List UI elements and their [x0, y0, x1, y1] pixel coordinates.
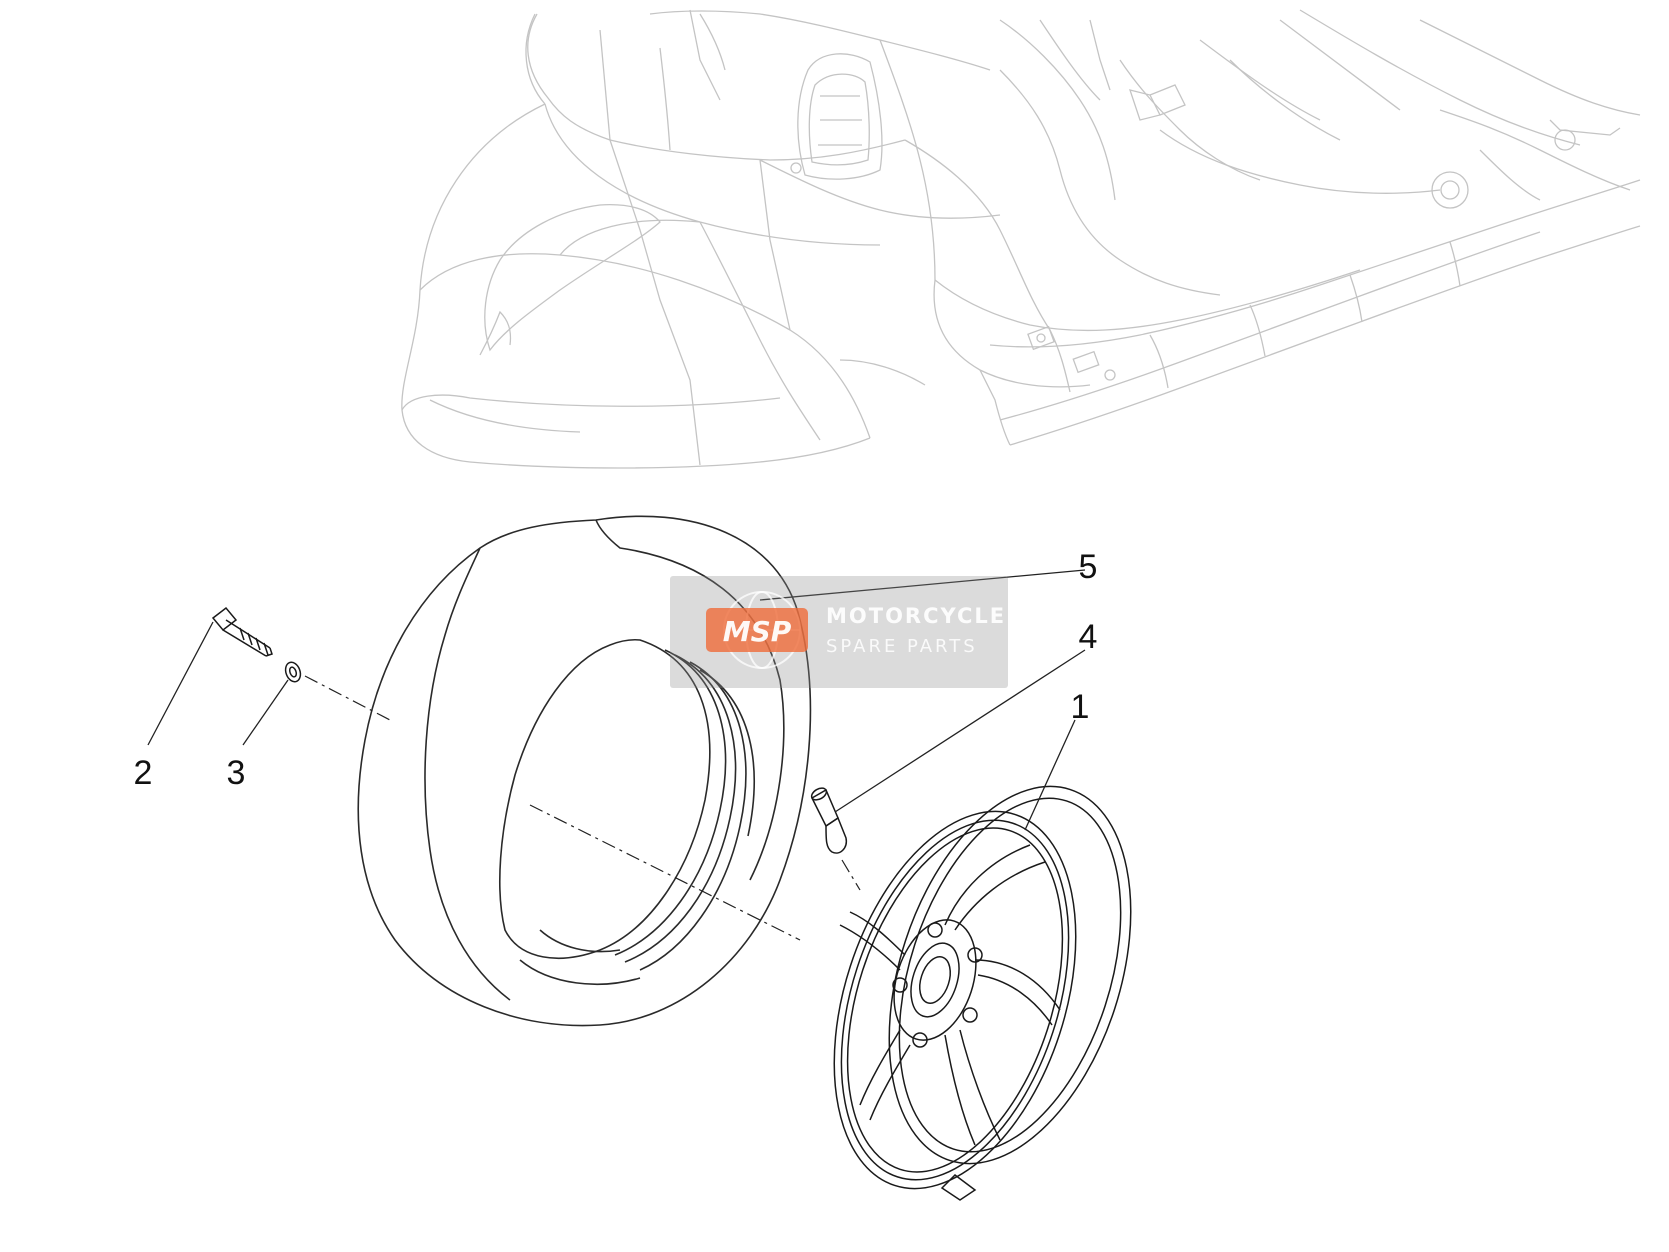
valve-stem-part [810, 787, 848, 854]
watermark-line1: MOTORCYCLE [826, 604, 1006, 628]
watermark-box [670, 576, 1008, 688]
watermark-logo: MSP [723, 615, 792, 648]
scooter-body-ghost [401, 9, 1641, 469]
callout-3[interactable]: 3 [227, 754, 246, 792]
callout-4[interactable]: 4 [1079, 618, 1098, 656]
leader-line-5 [759, 569, 1086, 601]
watermark: MSP MOTORCYCLE SPARE PARTS [670, 576, 1008, 688]
tire-part [357, 515, 812, 1027]
callout-2[interactable]: 2 [134, 754, 153, 792]
bolt-part [211, 606, 273, 657]
watermark-line2: SPARE PARTS [826, 636, 978, 657]
leader-lines [147, 569, 1086, 831]
callout-1[interactable]: 1 [1071, 688, 1090, 726]
washer-part [284, 661, 302, 683]
leader-line-1 [1024, 719, 1076, 831]
assembly-axis-line [304, 675, 861, 941]
watermark-logo-badge [706, 608, 808, 652]
leader-line-4 [834, 649, 1086, 813]
callout-numbers: 5 4 1 2 3 [134, 548, 1098, 792]
leader-line-3 [242, 679, 289, 746]
leader-line-2 [147, 621, 214, 746]
callout-5[interactable]: 5 [1079, 548, 1098, 586]
wheel-rim-part [833, 785, 1132, 1201]
